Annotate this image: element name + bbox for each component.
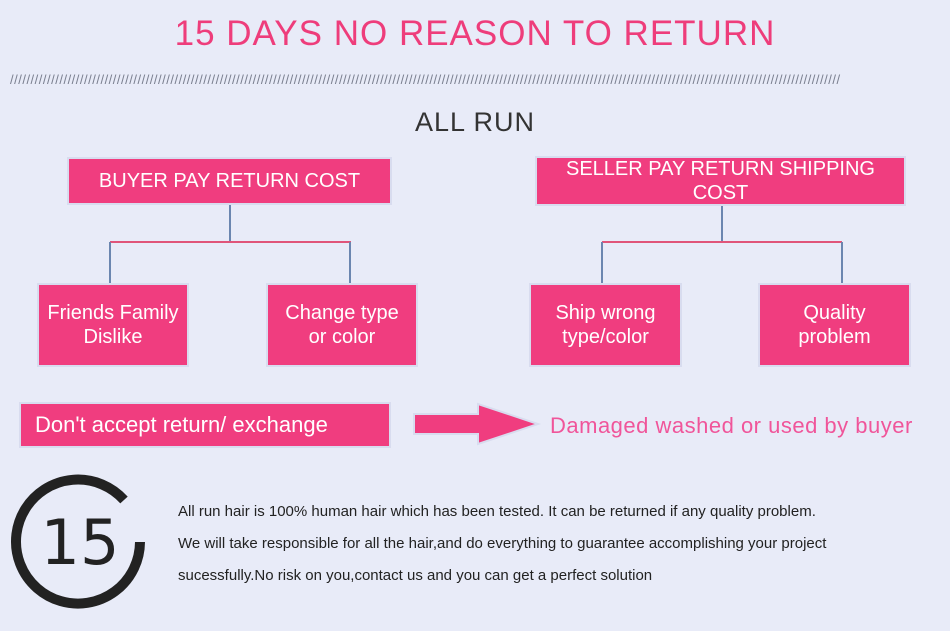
buyer-pay-box: BUYER PAY RETURN COST [67,157,392,205]
no-return-reason: Damaged washed or used by buyer [550,413,913,438]
page-title: 15 DAYS NO REASON TO RETURN [174,14,776,53]
description-line: All run hair is 100% human hair which ha… [178,503,816,520]
connector-line [109,242,111,284]
ship-wrong-box: Ship wrong type/color [529,283,682,367]
description-line: We will take responsible for all the hai… [178,535,827,552]
connector-line [110,241,351,243]
seller-pay-label: SELLER PAY RETURN SHIPPING COST [566,158,875,204]
buyer-pay-label: BUYER PAY RETURN COST [98,170,361,192]
connector-line [349,242,351,284]
ship-wrong-label: Ship wrong type/color [555,302,656,348]
no-return-box: Don't accept return/ exchange [19,402,391,448]
change-type-box: Change type or color [266,283,418,367]
quality-problem-label: Quality problem [798,302,871,348]
no-return-label: Don't accept return/ exchange [35,412,328,437]
connector-line [602,241,842,243]
friends-family-box: Friends Family Dislike [37,283,189,367]
separator-line: ////////////////////////////////////////… [10,72,841,87]
description-line: sucessfully.No risk on you,contact us an… [178,567,653,584]
connector-line [229,205,231,242]
connector-line [601,242,603,284]
seller-pay-box: SELLER PAY RETURN SHIPPING COST [535,156,906,206]
right-arrow-icon [413,402,542,446]
brand-subtitle: ALL RUN [414,107,536,137]
fifteen-days-logo-icon: 15 [11,474,145,609]
connector-line [721,206,723,242]
connector-line [841,242,843,284]
quality-problem-box: Quality problem [758,283,911,367]
description-text: All run hair is 100% human hair which ha… [178,496,938,592]
logo-number: 15 [41,506,120,579]
change-type-label: Change type or color [285,302,399,348]
friends-family-label: Friends Family Dislike [47,302,179,348]
